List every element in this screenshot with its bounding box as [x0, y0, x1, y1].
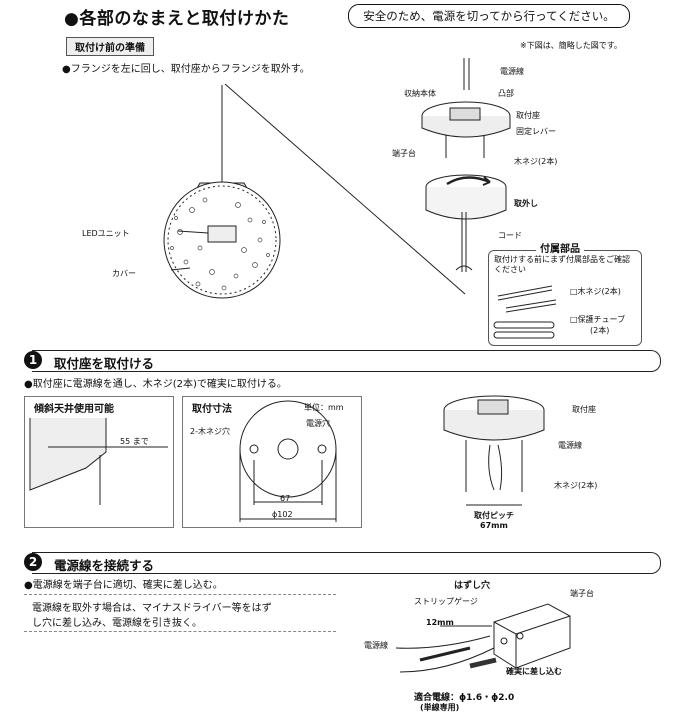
- wire-type-label: (単線専用): [420, 703, 460, 712]
- slope-ceiling-illustration: [29, 418, 168, 505]
- release-hole-label: はずし穴: [454, 581, 491, 591]
- mount-seat-label: 取付座: [516, 111, 540, 120]
- step2-terminal-label: 端子台: [570, 589, 594, 598]
- terminal-connection-illustration: [395, 603, 571, 673]
- accessories-title: 付属部品: [536, 240, 584, 255]
- slope-angle: 55 まで: [120, 437, 149, 446]
- accessories-desc-1: 取付けする前にまず付属部品をご確認: [494, 255, 630, 264]
- step1-number: 1: [24, 351, 42, 369]
- prep-instruction: ●フランジを左に回し、取付座からフランジを取外す。: [62, 64, 310, 75]
- accessory-tube-count: (2本): [590, 326, 610, 335]
- pitch-value: 67mm: [480, 521, 508, 530]
- screw-hole-label: 2-木ネジ穴: [190, 427, 230, 436]
- pendant-lamp-illustration: [163, 83, 466, 299]
- power-hole-label: 電源穴: [306, 419, 330, 428]
- wood-screw-label: 木ネジ(2本): [514, 157, 558, 166]
- dim-diameter: ϕ102: [272, 510, 293, 519]
- remove-label: 取外し: [514, 199, 538, 208]
- safety-notice: 安全のため、電源を切ってから行ってください。: [348, 4, 630, 28]
- mount-dimension-illustration: [239, 400, 337, 522]
- prep-label: 取付け前の準備: [66, 37, 154, 56]
- fixing-lever-label: 固定レバー: [516, 127, 556, 136]
- step2-note-1: 電源線を取外す場合は、マイナスドライバー等をはず: [32, 603, 272, 614]
- step2-instruction: ●電源線を端子台に適切、確実に差し込む。: [24, 580, 223, 591]
- led-unit-label: LEDユニット: [82, 229, 130, 238]
- strip-length-label: 12mm: [426, 618, 454, 627]
- step2-power-wire-label: 電源線: [364, 641, 388, 650]
- convex-label: 凸部: [498, 89, 514, 98]
- strip-gauge-label: ストリップゲージ: [414, 597, 478, 606]
- step1-instruction: ●取付座に電源線を通し、木ネジ(2本)で確実に取付ける。: [24, 379, 287, 390]
- slope-box-title: 傾斜天井使用可能: [34, 404, 114, 415]
- terminal-label: 端子台: [392, 149, 416, 158]
- dims-box-title: 取付寸法: [192, 404, 232, 415]
- step1-power-wire-label: 電源線: [558, 441, 582, 450]
- ceiling-assembly-illustration: [421, 58, 511, 272]
- insert-label: 確実に差し込む: [506, 667, 562, 676]
- page-title: ●各部のなまえと取付けかた: [64, 9, 290, 29]
- step2-note-box: [24, 594, 336, 632]
- step2-bar: [32, 552, 661, 574]
- power-wire-label: 電源線: [500, 67, 524, 76]
- cord-label: コード: [498, 231, 522, 240]
- step1-title: 取付座を取付ける: [54, 356, 155, 371]
- simplified-note: ※下図は、簡略した図です。: [520, 41, 622, 50]
- dims-unit: 単位：mm: [304, 403, 344, 412]
- slope-box: [24, 396, 174, 528]
- cover-label: カバー: [112, 269, 136, 278]
- step2-number: 2: [24, 553, 42, 571]
- mounted-seat-illustration: [443, 395, 545, 506]
- step1-wood-screw-label: 木ネジ(2本): [554, 481, 598, 490]
- wire-spec-label: 適合電線：ϕ1.6・ϕ2.0: [414, 693, 515, 703]
- dims-box: [182, 396, 362, 528]
- pitch-title: 取付ピッチ: [474, 511, 514, 520]
- housing-label: 収納本体: [404, 89, 436, 98]
- step2-note-2: し穴に差し込み、電源線を引き抜く。: [32, 618, 202, 629]
- accessory-illustration: [493, 285, 557, 339]
- accessories-desc-2: ください: [494, 265, 526, 274]
- step1-bar: [32, 350, 661, 372]
- step1-mount-seat-label: 取付座: [572, 405, 596, 414]
- accessory-screw: □木ネジ(2本): [570, 287, 621, 296]
- accessory-tube: □保護チューブ: [570, 315, 626, 324]
- step2-title: 電源線を接続する: [54, 558, 155, 573]
- dim-pitch: 67: [280, 494, 291, 503]
